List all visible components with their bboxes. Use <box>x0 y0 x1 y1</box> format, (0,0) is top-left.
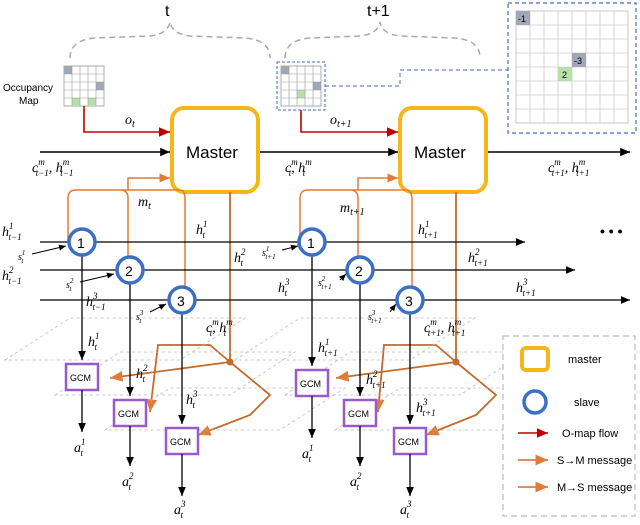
legend-slave-label: slave <box>574 397 600 409</box>
occupancy-map-label-2: Map <box>19 96 39 107</box>
gcm-box-2-t-next <box>342 398 378 428</box>
zoom-connector <box>325 69 508 87</box>
gcm-box-2-t <box>112 398 148 428</box>
slave-node-1-t <box>67 227 97 257</box>
slave-label-1-t: 1 <box>77 235 85 251</box>
time-label-t: t <box>165 3 170 20</box>
legend-m2s-label: M→S message <box>557 482 632 494</box>
slave-node-2-t-next <box>345 255 375 285</box>
omap-flow-t-next <box>300 110 398 137</box>
gcm-label-1-t-next: GCM <box>300 379 321 389</box>
slave-node-1-t-next <box>297 227 327 257</box>
occupancy-map-label: Occupancy <box>3 83 53 94</box>
omap-flow-t <box>83 106 170 137</box>
slave-node-3-t-next <box>395 285 425 315</box>
time-label-t-next: t+1 <box>367 3 390 20</box>
m2s-node-t-next <box>452 358 460 366</box>
s2m-messages-t-next <box>299 178 413 300</box>
s-inputs-t-next <box>281 244 397 313</box>
o-t1-label: ot+1 <box>330 113 352 130</box>
brace-t-next <box>284 21 481 59</box>
ellipsis: • • • <box>600 223 623 239</box>
occupancy-grid-t <box>63 65 105 107</box>
m2s-node-t <box>226 358 234 366</box>
s2m-messages-t <box>67 178 186 300</box>
m2s-messages-t <box>109 192 272 436</box>
master-box-t <box>170 106 260 194</box>
gcm-label-3-t-next: GCM <box>398 437 419 447</box>
s-inputs-t <box>31 244 167 313</box>
gcm-label-2-t: GCM <box>118 409 139 419</box>
zoom-cell-b: -3 <box>574 56 582 66</box>
slave-label-2-t-next: 2 <box>355 263 363 279</box>
occupancy-grid-t-next <box>276 61 326 111</box>
slave-node-3-t <box>167 285 197 315</box>
zoom-cell-a: -1 <box>518 14 526 24</box>
legend-master-label: master <box>568 354 602 366</box>
slave-label-3-t: 3 <box>177 293 185 309</box>
gcm-label-1-t: GCM <box>70 373 91 383</box>
slave-label-2-t: 2 <box>125 263 133 279</box>
o-t-label: ot <box>125 113 135 130</box>
slave-node-2-t <box>115 255 145 285</box>
brace-t <box>69 21 271 59</box>
m-t-label: mt <box>138 195 151 212</box>
legend <box>502 335 636 517</box>
master-label-t: Master <box>186 143 238 162</box>
zoom-grid <box>507 2 637 134</box>
slave-label-3-t-next: 3 <box>405 293 413 309</box>
legend-omap-label: O-map flow <box>562 428 618 440</box>
slave-to-gcm-t-next <box>308 256 414 424</box>
zoom-cell-c: 2 <box>562 70 567 80</box>
gcm-label-3-t: GCM <box>170 437 191 447</box>
legend-s2m-label: S→M message <box>557 455 632 467</box>
slave-label-1-t-next: 1 <box>307 235 315 251</box>
master-box-t-next <box>398 106 488 194</box>
m-t1-label: mt+1 <box>340 201 365 218</box>
gcm-plane-t <box>3 317 347 431</box>
master-label-t-next: Master <box>414 143 466 162</box>
slave-to-gcm-t <box>78 256 186 424</box>
gcm-label-2-t-next: GCM <box>348 409 369 419</box>
action-arrows <box>78 390 414 496</box>
